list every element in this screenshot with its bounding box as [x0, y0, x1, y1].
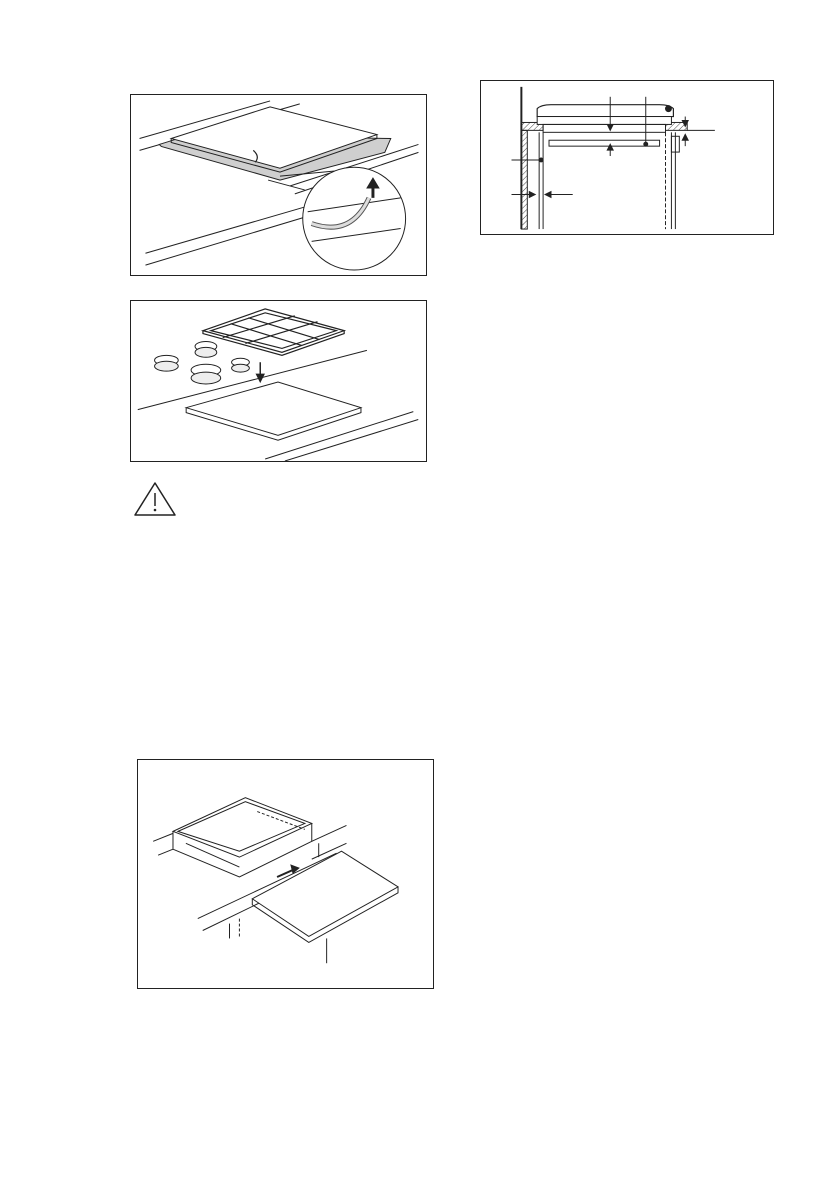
hob-placement-illustration — [131, 301, 426, 461]
installation-dimensions-figure — [480, 80, 774, 235]
sealing-strip-figure — [130, 94, 427, 276]
sealing-strip-illustration — [131, 95, 426, 275]
installation-dimensions-illustration — [481, 81, 773, 234]
hob-placement-figure — [130, 300, 427, 462]
warning-triangle-icon — [133, 481, 177, 517]
hob-slide-in-illustration — [138, 760, 433, 988]
hob-slide-in-figure — [137, 759, 434, 989]
